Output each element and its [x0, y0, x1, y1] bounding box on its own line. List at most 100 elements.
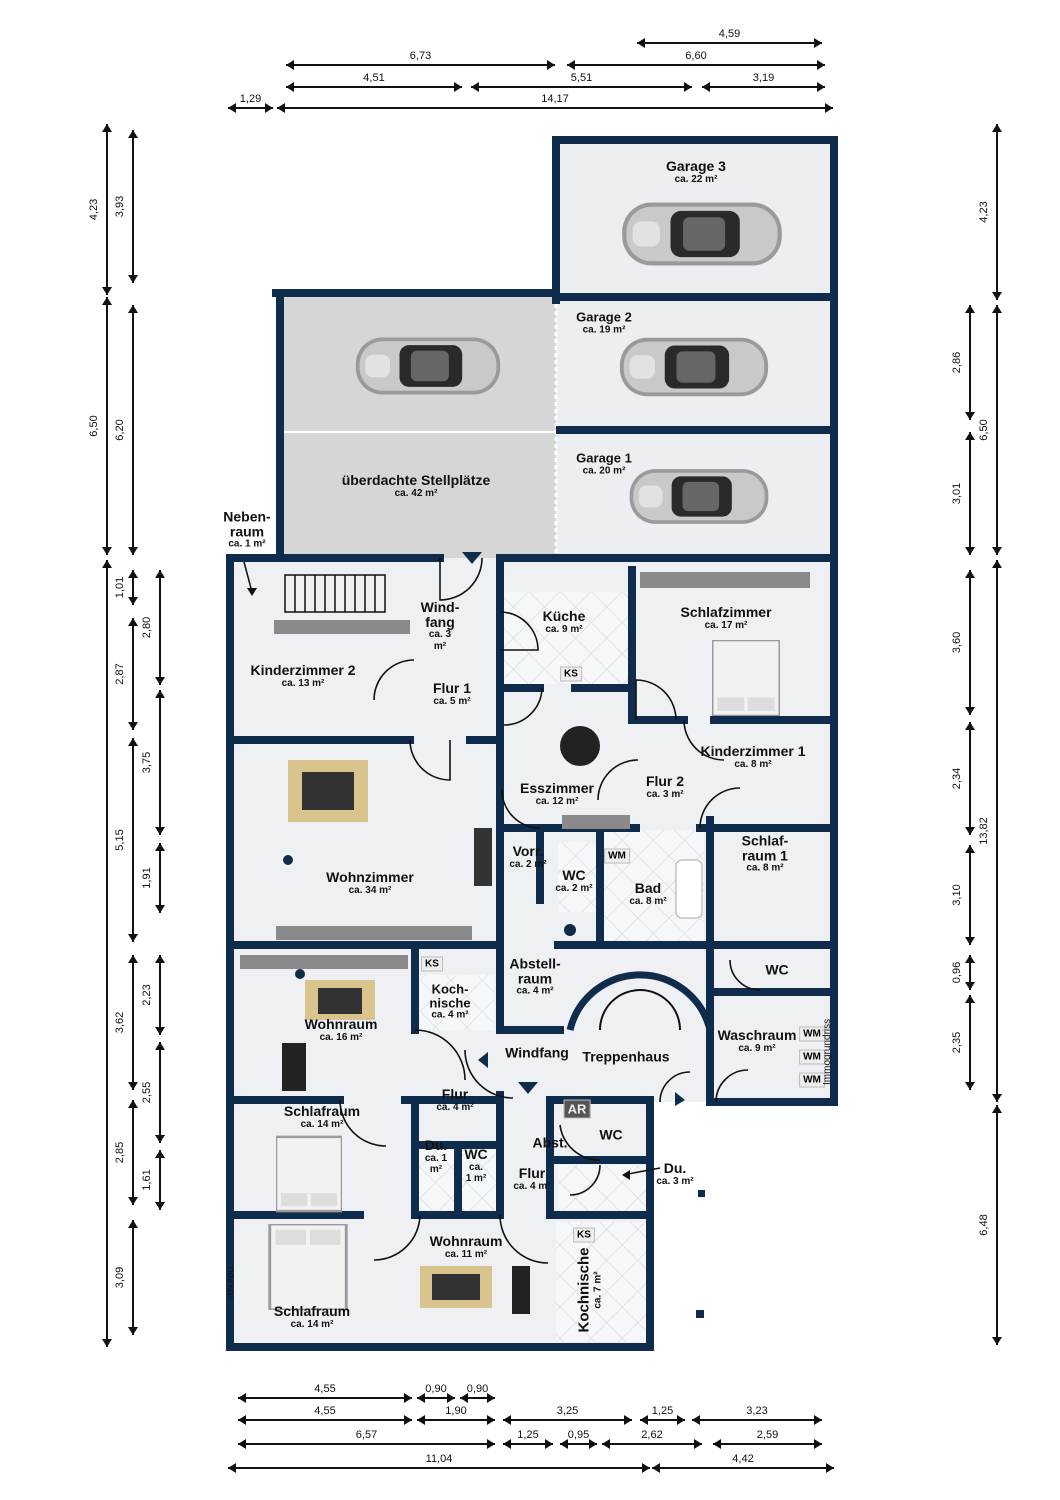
- dimension-left: 1,01: [114, 570, 138, 605]
- dimension-bottom: 2,62: [602, 1429, 702, 1449]
- dimension-label: 2,55: [141, 1082, 153, 1103]
- dimension-arrowhead: [155, 1042, 165, 1050]
- dimension-arrowhead: [228, 103, 236, 113]
- dimension-bottom: 1,25: [503, 1429, 553, 1449]
- fridge-tag: KS: [560, 666, 582, 682]
- washing-machine-tag: WM: [604, 848, 630, 864]
- dimension-label: 1,29: [240, 93, 261, 105]
- dimension-arrowhead: [642, 1463, 650, 1473]
- dimension-arrowhead: [713, 1439, 721, 1449]
- dimension-label: 3,93: [114, 196, 126, 217]
- dimension-label: 4,55: [314, 1405, 335, 1417]
- room-area: ca. 22 m²: [674, 173, 718, 185]
- dimension-arrowhead: [965, 707, 975, 715]
- dimension-arrowhead: [817, 60, 825, 70]
- wc-tiles: [558, 842, 598, 912]
- dimension-arrowhead: [694, 1439, 702, 1449]
- room-name: Kinderzimmer 1: [700, 742, 806, 759]
- dimension-arrowhead: [965, 570, 975, 578]
- dimension-label: 2,23: [141, 984, 153, 1005]
- dimension-label: 5,51: [571, 72, 592, 84]
- dimension-arrowhead: [155, 905, 165, 913]
- dimension-bottom: 4,55: [238, 1405, 412, 1425]
- dimension-arrowhead: [992, 547, 1002, 555]
- dimension-arrowhead: [814, 1439, 822, 1449]
- dimension-arrowhead: [447, 1393, 455, 1403]
- dimension-label: 3,10: [951, 884, 963, 905]
- fridge-tag: KS: [573, 1227, 595, 1243]
- room-wc-right: WC: [765, 962, 788, 978]
- dimension-label: 0,95: [568, 1429, 589, 1441]
- dimension-top: 4,59: [637, 28, 822, 48]
- dimension-label: 2,85: [114, 1142, 126, 1163]
- room-name: Garage 3: [666, 157, 726, 174]
- dimension-label: 0,90: [425, 1383, 446, 1395]
- dimension-arrowhead: [560, 1439, 568, 1449]
- dimension-arrowhead: [965, 982, 975, 990]
- bed-icon: [276, 1135, 342, 1213]
- dimension-label: 6,20: [114, 419, 126, 440]
- furniture: [240, 202, 810, 1318]
- dimension-label: 6,60: [685, 50, 706, 62]
- kochnische7-tiles: [556, 1222, 646, 1342]
- car-garage-2-icon: [619, 337, 769, 397]
- dimension-arrowhead: [128, 547, 138, 555]
- dimension-label: 2,35: [951, 1032, 963, 1053]
- dimension-arrowhead: [128, 597, 138, 605]
- room-name: Schlafraum: [273, 1302, 351, 1319]
- dimension-bottom: 2,59: [713, 1429, 822, 1449]
- dimension-arrowhead: [102, 1339, 112, 1347]
- dimension-bottom: 1,90: [417, 1405, 495, 1425]
- room-area: ca. 11 m²: [444, 1248, 488, 1260]
- room-area: ca. 17 m²: [704, 619, 748, 631]
- room-vorraum: Vorr.ca. 2 m²: [509, 844, 546, 870]
- dimension-arrowhead: [155, 677, 165, 685]
- dimension-label: 4,55: [314, 1383, 335, 1395]
- dimension-arrowhead: [155, 955, 165, 963]
- dimension-arrowhead: [128, 130, 138, 138]
- dimension-label: 1,61: [141, 1169, 153, 1190]
- dimension-arrowhead: [128, 934, 138, 942]
- room-area: ca. 2 m²: [555, 882, 593, 894]
- entrance-arrow-icon: [462, 552, 482, 564]
- dimension-arrowhead: [503, 1439, 511, 1449]
- dimension-label: 1,25: [652, 1405, 673, 1417]
- room-area: ca. 3 m²: [646, 788, 684, 800]
- fridge-tag: KS: [421, 956, 443, 972]
- dimension-arrowhead: [155, 827, 165, 835]
- washing-machine-tag: WM: [799, 1072, 825, 1088]
- dimension-label: 4,51: [363, 72, 384, 84]
- kochnische-tiles: [420, 975, 494, 1030]
- room-name: raum 1: [742, 847, 788, 864]
- room-name: raum: [517, 970, 553, 987]
- room-name: fang: [425, 613, 455, 630]
- dimension-right: 2,86: [951, 305, 975, 420]
- dimension-top: 6,73: [286, 50, 555, 70]
- room-wc-small-right: WC: [599, 1127, 622, 1143]
- room-area: m²: [429, 1164, 443, 1176]
- dimension-label: 2,80: [141, 617, 153, 638]
- dimension-left: 2,87: [114, 618, 138, 730]
- dimension-right: 6,50: [978, 305, 1002, 555]
- room-name: Abst.: [532, 1134, 568, 1151]
- dimension-arrowhead: [417, 1393, 425, 1403]
- dimension-arrowhead: [692, 1415, 700, 1425]
- dimension-left: 3,75: [141, 690, 165, 835]
- dimension-arrowhead: [128, 738, 138, 746]
- room-name: Flur 2: [645, 772, 685, 789]
- room-name: Vorr.: [512, 842, 544, 859]
- room-area: ca. 1: [424, 1152, 448, 1164]
- dimension-top: 6,60: [567, 50, 825, 70]
- dimension-arrowhead: [965, 827, 975, 835]
- room-name: raum: [229, 523, 265, 540]
